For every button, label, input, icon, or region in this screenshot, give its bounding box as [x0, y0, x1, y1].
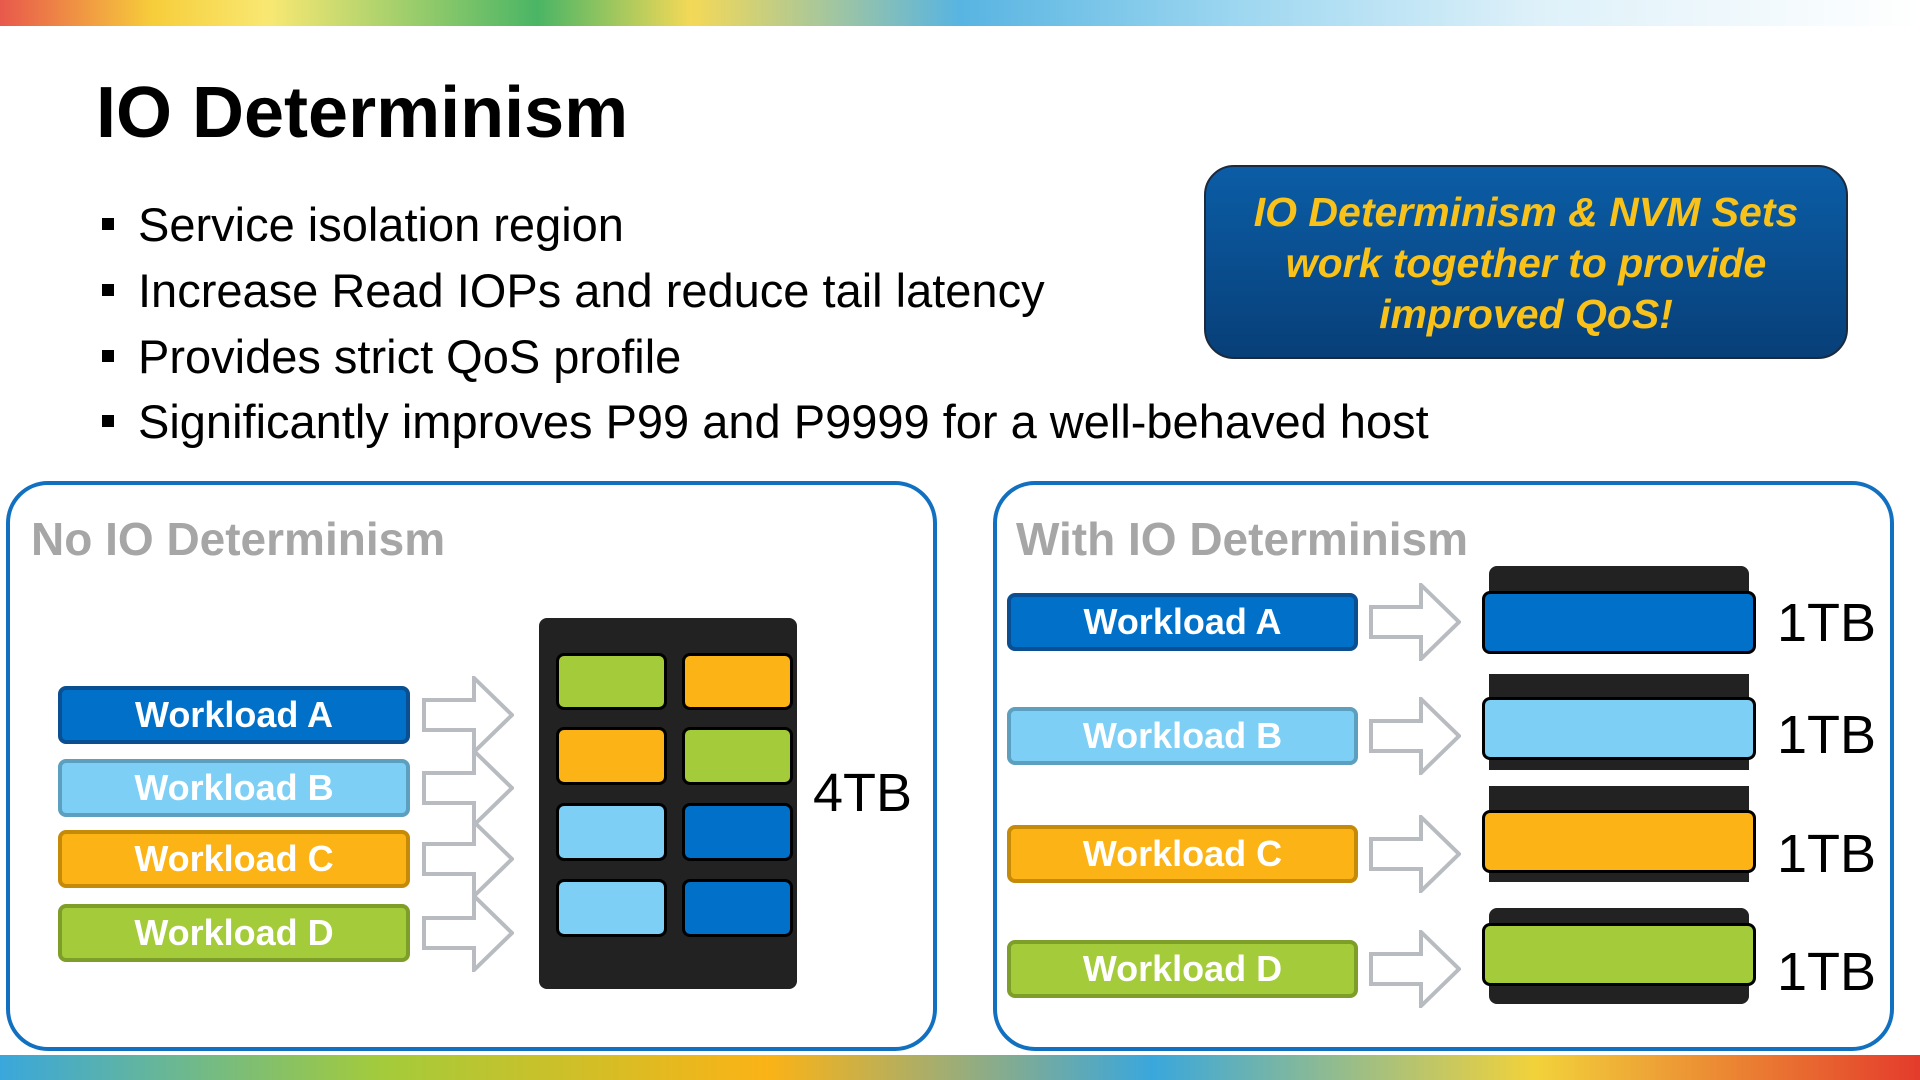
data-block — [682, 653, 793, 710]
workload-c-label: Workload C — [58, 830, 410, 888]
arrow-right-icon — [1369, 930, 1461, 1008]
arrow-right-icon — [422, 820, 514, 898]
arrow-right-icon — [422, 676, 514, 754]
data-block — [682, 803, 793, 861]
capacity-label: 4TB — [813, 763, 913, 823]
data-block — [556, 879, 667, 937]
workload-b-label: Workload B — [1007, 707, 1358, 765]
right-panel-title: With IO Determinism — [1016, 513, 1468, 565]
bullet-icon — [102, 415, 114, 427]
bullet-item: Provides strict QoS profile — [102, 326, 681, 386]
callout-line: IO Determinism & NVM Sets — [1253, 189, 1799, 235]
data-block — [556, 653, 667, 710]
bullet-item: Significantly improves P99 and P9999 for… — [102, 391, 1429, 451]
bullet-text: Provides strict QoS profile — [138, 329, 682, 383]
workload-a-label: Workload A — [1007, 593, 1358, 651]
workload-c-label: Workload C — [1007, 825, 1358, 883]
bullet-icon — [102, 284, 114, 296]
bullet-item: Increase Read IOPs and reduce tail laten… — [102, 260, 1045, 320]
left-panel-title: No IO Determinism — [31, 513, 446, 565]
workload-d-label: Workload D — [1007, 940, 1358, 998]
top-decorative-stripe — [0, 0, 1920, 26]
bullet-icon — [102, 218, 114, 230]
bullet-icon — [102, 350, 114, 362]
data-block — [682, 727, 793, 785]
partition-block — [1482, 810, 1756, 873]
partition-block — [1482, 923, 1756, 986]
arrow-right-icon — [422, 894, 514, 972]
bullet-text: Increase Read IOPs and reduce tail laten… — [138, 263, 1045, 317]
arrow-right-icon — [1369, 583, 1461, 661]
data-block — [556, 803, 667, 861]
arrow-right-icon — [1369, 697, 1461, 775]
capacity-label: 1TB — [1777, 593, 1877, 653]
callout-line: improved QoS! — [1379, 291, 1673, 337]
bullet-text: Significantly improves P99 and P9999 for… — [138, 394, 1429, 448]
bullet-text: Service isolation region — [138, 197, 624, 251]
callout-line: work together to provide — [1285, 240, 1767, 286]
data-block — [556, 727, 667, 785]
page-title: IO Determinism — [96, 73, 629, 153]
with-io-determinism-panel — [993, 481, 1894, 1051]
workload-a-label: Workload A — [58, 686, 410, 744]
partition-block — [1482, 591, 1756, 654]
data-block — [682, 879, 793, 937]
workload-d-label: Workload D — [58, 904, 410, 962]
arrow-right-icon — [422, 749, 514, 827]
arrow-right-icon — [1369, 815, 1461, 893]
bullet-item: Service isolation region — [102, 194, 624, 254]
capacity-label: 1TB — [1777, 824, 1877, 884]
capacity-label: 1TB — [1777, 705, 1877, 765]
no-io-determinism-panel — [6, 481, 937, 1051]
bottom-decorative-stripe — [0, 1055, 1920, 1080]
workload-b-label: Workload B — [58, 759, 410, 817]
callout-box: IO Determinism & NVM Sets work together … — [1204, 165, 1848, 359]
capacity-label: 1TB — [1777, 942, 1877, 1002]
partition-block — [1482, 697, 1756, 760]
